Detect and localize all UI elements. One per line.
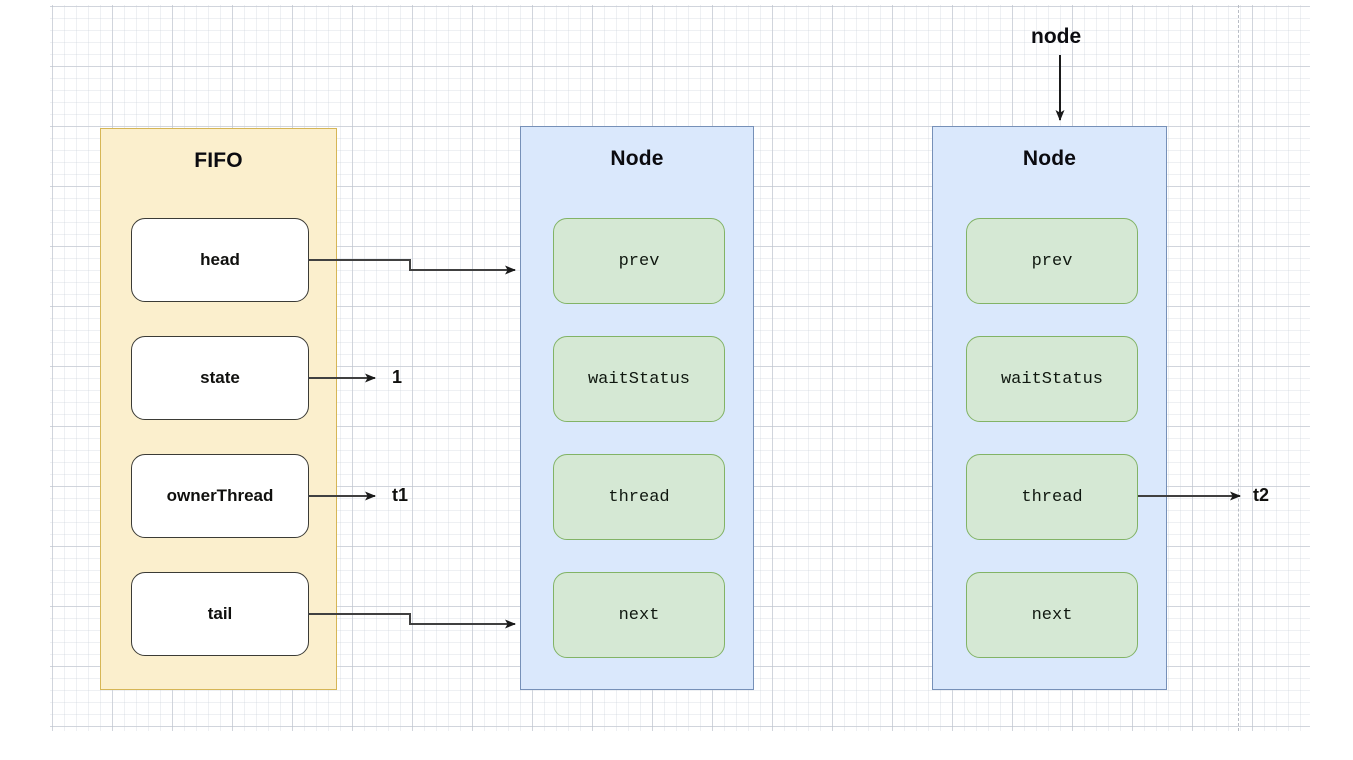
fifo-container[interactable]: FIFO head state ownerThread tail bbox=[100, 128, 337, 690]
node1-field-next[interactable]: next bbox=[553, 572, 725, 658]
node1-title: Node bbox=[610, 147, 664, 170]
node1-field-thread-label: thread bbox=[608, 487, 670, 507]
node2-container[interactable]: Node prev waitStatus thread next bbox=[932, 126, 1167, 690]
node2-field-prev-label: prev bbox=[1031, 251, 1073, 271]
node2-field-waitstatus-label: waitStatus bbox=[1000, 369, 1104, 389]
node1-container[interactable]: Node prev waitStatus thread next bbox=[520, 126, 754, 690]
node1-field-next-label: next bbox=[618, 605, 660, 625]
fifo-title: FIFO bbox=[194, 149, 243, 172]
node-pointer-label: node bbox=[1031, 25, 1082, 48]
node1-field-prev[interactable]: prev bbox=[553, 218, 725, 304]
fifo-field-ownerthread[interactable]: ownerThread bbox=[131, 454, 309, 538]
fifo-field-tail-label: tail bbox=[207, 604, 233, 623]
fifo-field-state[interactable]: state bbox=[131, 336, 309, 420]
fifo-field-head-label: head bbox=[200, 250, 240, 269]
node1-field-prev-label: prev bbox=[618, 251, 660, 271]
owner-thread-value-label: t1 bbox=[392, 485, 409, 505]
node2-field-thread[interactable]: thread bbox=[966, 454, 1138, 540]
node1-field-thread[interactable]: thread bbox=[553, 454, 725, 540]
fifo-field-state-label: state bbox=[200, 368, 240, 387]
state-value-label: 1 bbox=[392, 367, 403, 387]
node1-field-waitstatus[interactable]: waitStatus bbox=[553, 336, 725, 422]
node2-field-waitstatus[interactable]: waitStatus bbox=[966, 336, 1138, 422]
fifo-field-head[interactable]: head bbox=[131, 218, 309, 302]
node2-field-thread-label: thread bbox=[1021, 487, 1083, 507]
node2-thread-value-label: t2 bbox=[1253, 485, 1270, 505]
fifo-field-ownerthread-label: ownerThread bbox=[166, 486, 274, 505]
node2-field-prev[interactable]: prev bbox=[966, 218, 1138, 304]
fifo-field-tail[interactable]: tail bbox=[131, 572, 309, 656]
page-break-guide bbox=[1238, 5, 1239, 731]
node2-field-next[interactable]: next bbox=[966, 572, 1138, 658]
node2-title: Node bbox=[1022, 147, 1077, 170]
node1-field-waitstatus-label: waitStatus bbox=[587, 369, 691, 389]
node2-field-next-label: next bbox=[1031, 605, 1073, 625]
